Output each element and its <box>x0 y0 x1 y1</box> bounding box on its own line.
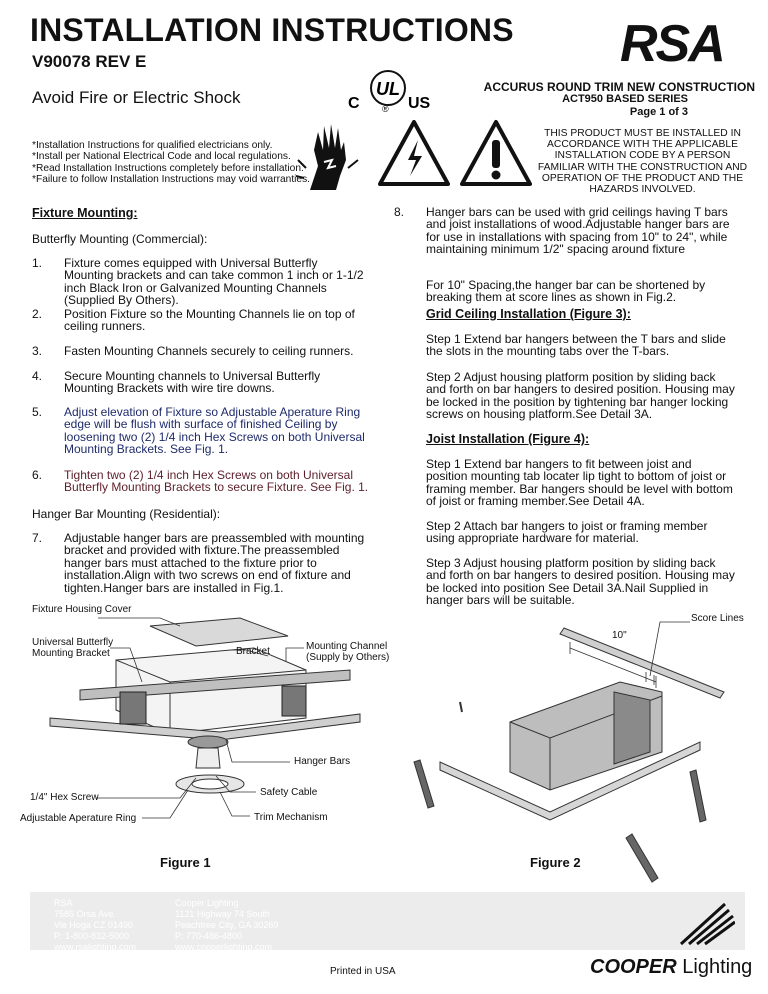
printed-in-usa: Printed in USA <box>330 966 396 977</box>
label-mounting-channel: Mounting Channel (Supply by Others) <box>306 641 390 663</box>
label-score-lines: Score Lines <box>691 613 744 624</box>
joist-step-1: Step 1 Extend bar hangers to fit between… <box>426 457 733 509</box>
note-line: *Installation Instructions for qualified… <box>32 140 273 151</box>
hanger-bar-heading: Hanger Bar Mounting (Residential): <box>32 507 221 521</box>
note-line: *Read Installation Instructions complete… <box>32 162 304 174</box>
compliance-notice: THIS PRODUCT MUST BE INSTALLED IN ACCORD… <box>537 128 748 196</box>
ul-mark: UL <box>376 79 400 99</box>
figure-1-caption: Figure 1 <box>160 855 211 870</box>
document-title: INSTALLATION INSTRUCTIONS <box>30 12 514 48</box>
label-hex-screw: 1/4" Hex Screw <box>30 792 99 803</box>
installation-notes: *Installation Instructions for qualified… <box>32 140 310 186</box>
figure-1-illustration <box>20 600 380 840</box>
joist-step-2: Step 2 Attach bar hangers to joist or fr… <box>426 519 708 546</box>
ul-c-mark: C <box>348 95 360 112</box>
label-bracket: Bracket <box>236 646 270 657</box>
warning-heading: Avoid Fire or Electric Shock <box>32 88 241 107</box>
grid-step-2: Step 2 Adjust housing platform position … <box>426 370 735 422</box>
label-10-inch: 10" <box>612 630 627 641</box>
product-line: ACCURUS ROUND TRIM NEW CONSTRUCTION <box>483 80 755 94</box>
ul-registered: ® <box>382 104 389 114</box>
grid-ceiling-heading: Grid Ceiling Installation (Figure 3): <box>426 307 631 321</box>
spacing-note: For 10" Spacing,the hanger bar can be sh… <box>426 278 706 305</box>
fixture-mounting-heading: Fixture Mounting: <box>32 206 138 220</box>
product-series: ACT950 BASED SERIES <box>562 93 688 105</box>
cooper-lighting-logo: COOPER Lighting <box>590 956 753 978</box>
figure-2-caption: Figure 2 <box>530 855 581 870</box>
label-trim-mechanism: Trim Mechanism <box>254 812 328 823</box>
caution-warning-icon <box>460 118 532 188</box>
joist-step-3: Step 3 Adjust housing platform position … <box>426 556 735 608</box>
label-fixture-housing-cover: Fixture Housing Cover <box>32 604 132 615</box>
label-adjustable-aperture-ring: Adjustable Aperature Ring <box>20 813 137 824</box>
label-hanger-bars: Hanger Bars <box>294 756 351 767</box>
figure-2-illustration <box>400 612 755 887</box>
label-universal-butterfly-bracket: Universal Butterfly Mounting Bracket <box>32 637 114 659</box>
grid-step-1: Step 1 Extend bar hangers between the T … <box>426 332 726 359</box>
ul-us-mark: US <box>408 95 431 112</box>
ul-listing-logo: C UL ® US <box>348 64 434 116</box>
cooper-swoosh-icon <box>675 900 736 946</box>
joist-installation-heading: Joist Installation (Figure 4): <box>426 432 590 446</box>
label-safety-cable: Safety Cable <box>260 787 318 798</box>
high-voltage-warning-icon <box>378 118 450 188</box>
rsa-logo: RSA <box>620 15 726 73</box>
butterfly-mounting-heading: Butterfly Mounting (Commercial): <box>32 232 208 246</box>
note-line: *Install per National Electrical Code an… <box>32 151 291 163</box>
page-number: Page 1 of 3 <box>629 106 688 118</box>
electric-shock-hand-icon <box>295 120 366 192</box>
document-number: V90078 REV E <box>32 52 147 71</box>
note-line: *Failure to follow Installation Instruct… <box>32 174 311 186</box>
